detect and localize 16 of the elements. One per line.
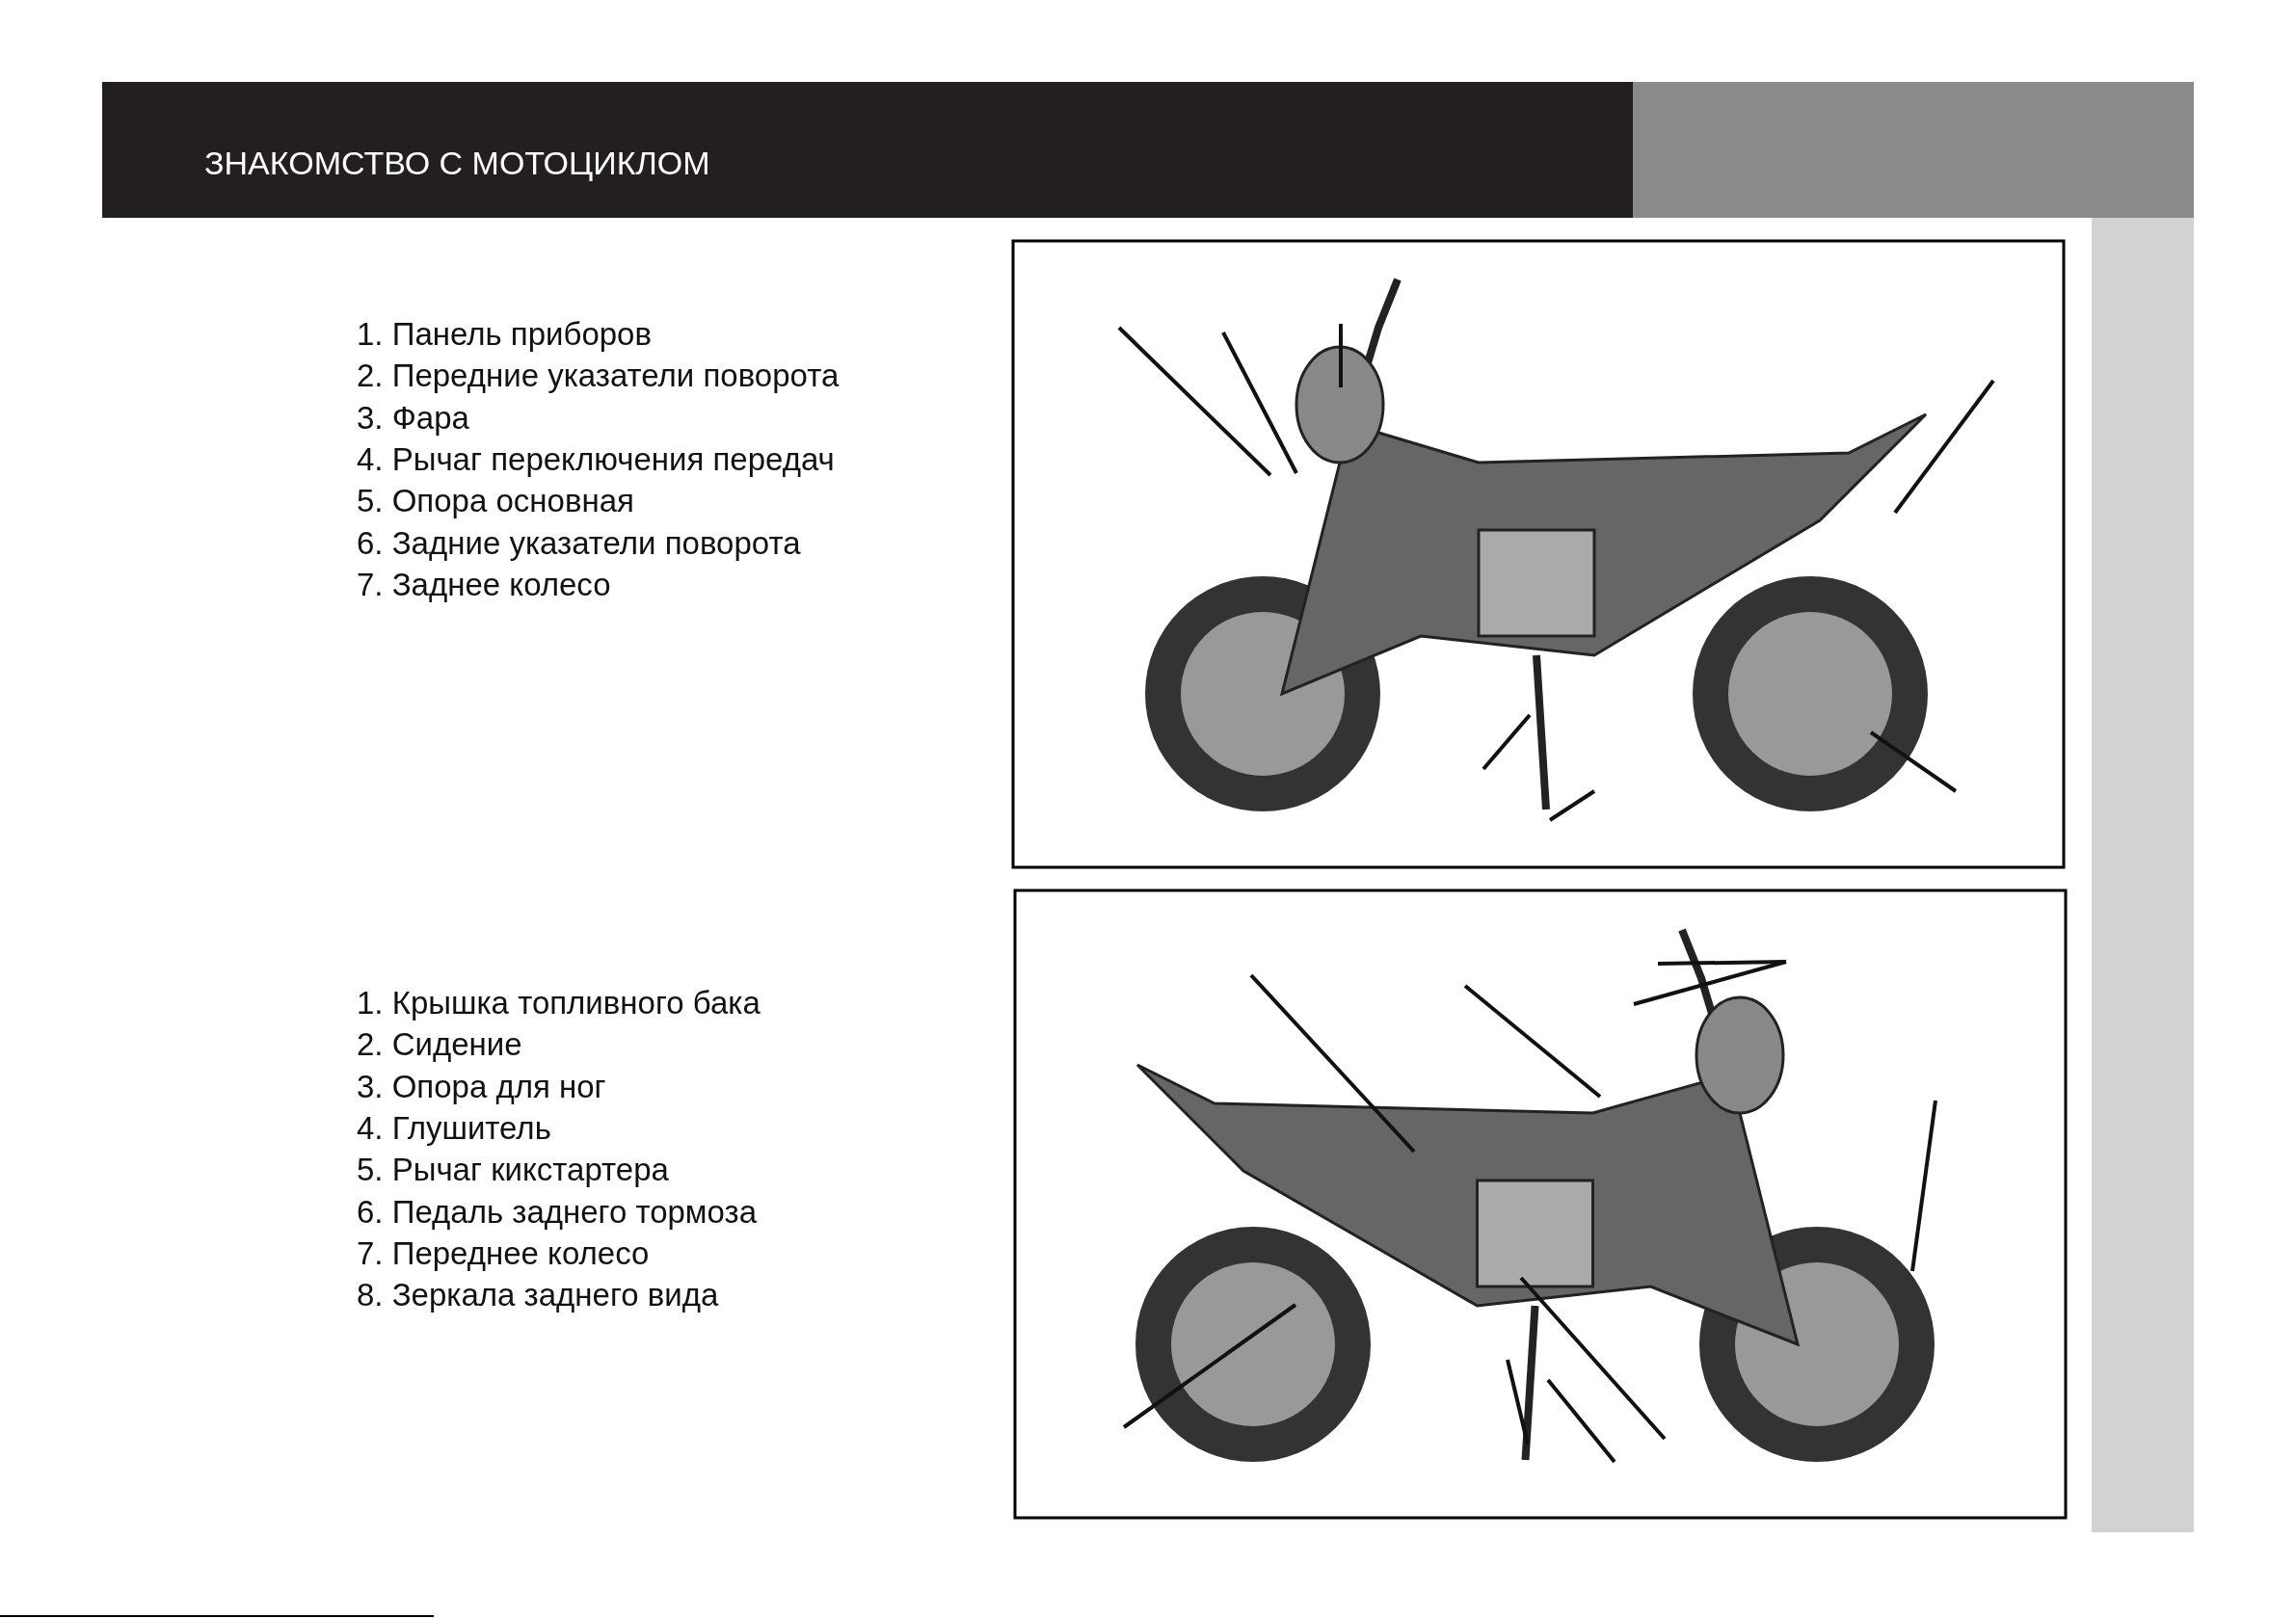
parts-list-item: 6. Задние указатели поворота: [357, 524, 801, 562]
parts-list-item: 1. Крышка топливного бака: [357, 985, 761, 1021]
parts-list-item: 4. Рычаг переключения передач: [357, 440, 835, 478]
page-heading: ЗНАКОМСТВО С МОТОЦИКЛОМ: [204, 145, 710, 182]
parts-list-item: 6. Педаль заднего тормоза: [357, 1193, 757, 1231]
parts-list-item: 7. Заднее колесо: [357, 566, 611, 603]
parts-list-item: 3. Фара: [357, 399, 469, 437]
parts-list-item: 2. Сидение: [357, 1026, 522, 1064]
parts-list-item: 2. Передние указатели поворота: [357, 358, 840, 395]
parts-list-item: 7. Переднее колесо: [357, 1234, 650, 1272]
parts-list-item: 5. Опора основная: [357, 483, 634, 520]
parts-list-item: 4. Глушитель: [357, 1109, 551, 1147]
parts-list-item: 8. Зеркала заднего вида: [357, 1277, 719, 1314]
parts-list-item: 5. Рычаг кикстартера: [357, 1152, 669, 1189]
parts-list-item: 3. Опора для ног: [357, 1068, 606, 1105]
parts-list-item: 1. Панель приборов: [357, 316, 652, 353]
